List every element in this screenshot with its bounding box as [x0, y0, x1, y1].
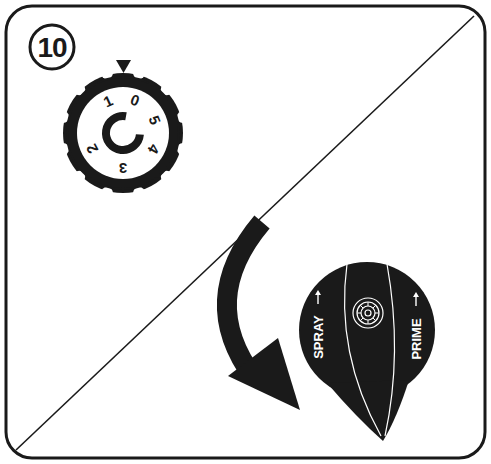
callout-circle: 10	[28, 23, 76, 71]
hub-ring	[365, 310, 371, 316]
frame	[6, 6, 485, 458]
hub-ring	[357, 302, 379, 324]
hub-spoke	[368, 320, 369, 324]
dial-number: 3	[119, 161, 127, 176]
callout-number: 10	[37, 34, 66, 62]
arrow-head	[228, 338, 300, 410]
dial-arc	[106, 116, 140, 150]
lever-edge	[345, 264, 381, 436]
lever-edge	[385, 264, 395, 436]
hub-ring	[361, 306, 375, 320]
divider-line	[16, 16, 474, 450]
dial-face	[77, 87, 169, 179]
callout-ring	[30, 25, 74, 69]
hub-spoke	[375, 313, 379, 314]
knob-body	[299, 262, 435, 398]
dial-rim	[63, 73, 183, 193]
valve-knob: SPRAY PRIME	[297, 258, 437, 444]
direction-arrowhead	[413, 292, 419, 297]
dial-outline	[60, 70, 186, 196]
dial-knob: 105432	[60, 70, 186, 196]
hub-spoke	[373, 305, 376, 308]
hub-spoke	[360, 318, 363, 321]
mode-label: SPRAY	[312, 315, 325, 359]
direction-arrow	[317, 294, 318, 304]
direction-arrowhead	[315, 290, 321, 295]
direction-arrow	[415, 296, 416, 306]
hub-spoke	[373, 318, 376, 321]
hub-spoke	[360, 305, 363, 308]
pointer-mark	[116, 60, 131, 73]
hub-spoke	[368, 302, 369, 306]
hub-spoke	[357, 313, 361, 314]
rim-edge	[67, 77, 179, 189]
mode-label: PRIME	[410, 318, 423, 359]
hub-ring	[353, 298, 383, 328]
